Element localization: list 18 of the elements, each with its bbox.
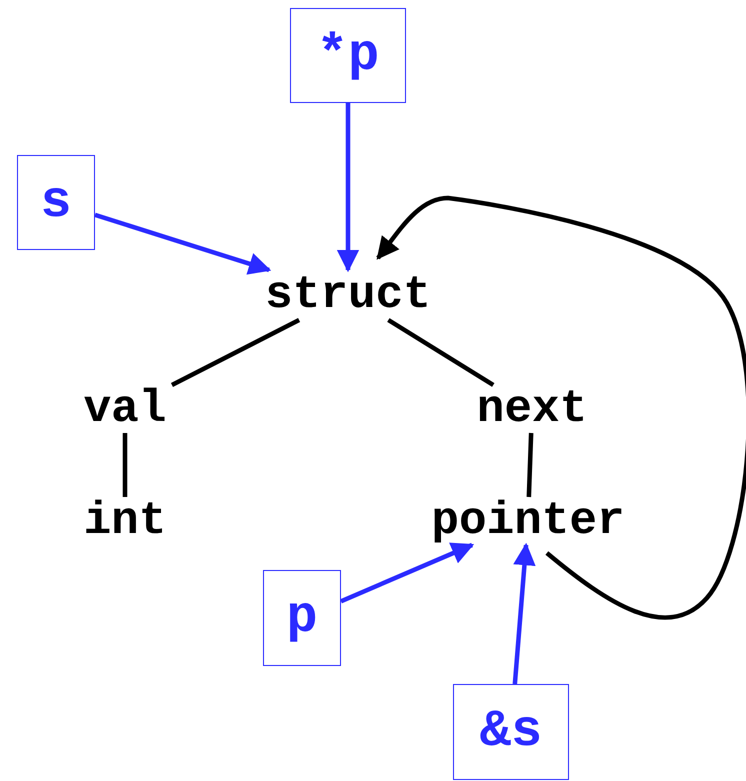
arrow	[336, 103, 360, 272]
variable-box: s	[17, 155, 95, 250]
variable-box: *p	[290, 8, 406, 103]
tree-line	[170, 318, 300, 387]
type-label: int	[72, 497, 178, 545]
tree-line	[122, 433, 128, 497]
arrow	[340, 542, 474, 604]
type-label: pointer	[410, 497, 646, 545]
arrow	[94, 212, 272, 275]
variable-box: &s	[453, 684, 569, 780]
type-label: struct	[248, 270, 448, 320]
type-label: next	[462, 385, 602, 433]
type-label: val	[72, 385, 178, 433]
tree-line	[387, 318, 494, 387]
tree-line	[526, 432, 534, 498]
variable-box: p	[263, 570, 341, 666]
arrow	[512, 542, 536, 684]
arrow	[376, 196, 746, 620]
